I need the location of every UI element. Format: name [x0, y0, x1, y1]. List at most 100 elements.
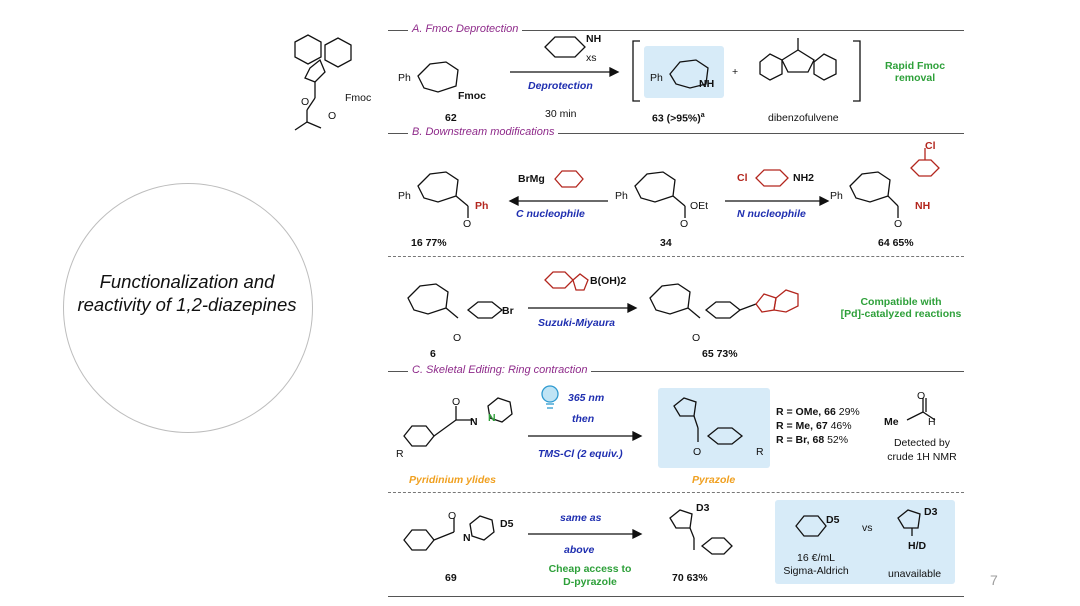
- above-label: above: [564, 544, 595, 556]
- then-label: then: [572, 413, 595, 425]
- label-69: 69: [445, 572, 457, 584]
- aniline-ring: [755, 169, 789, 187]
- divider-b-suzuki: [388, 256, 964, 257]
- br-6: Br: [502, 305, 514, 317]
- boronic-acid: B(OH)2: [590, 275, 627, 287]
- nh-64: NH: [915, 200, 931, 212]
- pyrazole-highlight: [658, 388, 770, 468]
- dibenzofulvene-label: dibenzofulvene: [768, 112, 839, 124]
- fmoc-label: Fmoc: [345, 92, 372, 104]
- piperidine-nh: NH: [586, 33, 602, 45]
- section-a-rule: [388, 30, 964, 31]
- label-62: 62: [445, 112, 457, 124]
- section-c-rule: [388, 371, 964, 372]
- lightbulb-icon: [541, 385, 559, 409]
- product-63-highlight: [644, 46, 724, 98]
- label-63: 63 (>95%)a: [652, 112, 705, 125]
- vs-label: vs: [862, 522, 873, 534]
- d5-69: D5: [500, 518, 514, 530]
- benzothiophene-reagent: [544, 271, 589, 291]
- product-70: [669, 509, 733, 555]
- arrow-suzuki: [528, 302, 638, 314]
- diazepine-34: [634, 171, 686, 218]
- results-list: R = OMe, 66 29% R = Me, 67 46% R = Br, 6…: [776, 405, 860, 447]
- ph-red-16: Ph: [475, 200, 489, 212]
- arrow-b-left-label: C nucleophile: [516, 208, 585, 220]
- d3-70: D3: [696, 502, 710, 514]
- diazepine-16: [417, 171, 469, 218]
- arrow-a: [510, 66, 620, 78]
- acetaldehyde-o: O: [917, 390, 926, 402]
- tms-label: TMS-Cl (2 equiv.): [538, 448, 623, 460]
- diazepine-63: [669, 59, 709, 89]
- reaction-time: 30 min: [545, 108, 577, 120]
- o-16: O: [463, 218, 472, 230]
- ph-63: Ph: [650, 72, 663, 84]
- n-plus-ylide: N: [488, 412, 496, 424]
- pyrazole-caption: Pyrazole: [692, 474, 736, 486]
- label-16: 16 77%: [411, 237, 447, 249]
- cl-reagent: Cl: [737, 172, 748, 184]
- label-34: 34: [660, 237, 672, 249]
- diazepine-62: [417, 61, 459, 93]
- cl-64: Cl: [925, 140, 936, 152]
- page-number: 7: [990, 572, 998, 588]
- o-ylide: O: [452, 396, 461, 408]
- bracket-right: [853, 40, 861, 102]
- o-34: O: [680, 218, 689, 230]
- section-b-rule: [388, 133, 964, 134]
- o-pyrazole: O: [693, 446, 702, 458]
- ylide-caption: Pyridinium ylides: [409, 474, 496, 486]
- section-c-title: C. Skeletal Editing: Ring contraction: [408, 364, 592, 376]
- reagent-xs: xs: [586, 52, 597, 64]
- pyrazole-unavailable: unavailable: [888, 568, 942, 580]
- r-ylide: R: [396, 448, 404, 460]
- brmg-reagent: BrMg: [518, 173, 545, 185]
- arrow-a-label: Deprotection: [528, 80, 593, 92]
- title-circle: [63, 183, 313, 433]
- label-70: 70 63%: [672, 572, 708, 584]
- label-64: 64 65%: [878, 237, 914, 249]
- product-65: [649, 283, 799, 319]
- section-a-title: A. Fmoc Deprotection: [408, 23, 523, 35]
- arrow-b-right-label: N nucleophile: [737, 208, 806, 220]
- pyridinium-ylide: [403, 397, 513, 447]
- d3-pyrazole: D3: [924, 506, 938, 518]
- result-67: R = Me, 67 46%: [776, 420, 852, 432]
- label-6: 6: [430, 348, 436, 360]
- nh2-reagent: NH2: [793, 172, 815, 184]
- section-b-title: B. Downstream modifications: [408, 126, 559, 138]
- deuterated-ylide-69: [403, 515, 495, 551]
- ph-62: Ph: [398, 72, 411, 84]
- pyrazole-d3: [897, 509, 921, 536]
- main-title: Functionalization and reactivity of 1,2-…: [77, 271, 297, 315]
- arrow-c: [528, 430, 643, 442]
- arrow-b-right: [725, 195, 830, 207]
- label-65: 65 73%: [702, 348, 738, 360]
- n-ylide: N: [470, 416, 478, 428]
- d5-pyridine: D5: [826, 514, 840, 526]
- oet-34: OEt: [690, 200, 709, 212]
- comparison-box: [775, 500, 955, 584]
- acetaldehyde-me: Me: [884, 416, 899, 428]
- arrow-deut: [528, 528, 643, 540]
- result-66: R = OMe, 66 29%: [776, 406, 860, 418]
- arrow-suzuki-label: Suzuki-Miyaura: [538, 317, 616, 329]
- ph-16: Ph: [398, 190, 411, 202]
- o-65: O: [692, 332, 701, 344]
- acetaldehyde-h: H: [928, 416, 936, 428]
- diazepine-6: [407, 283, 504, 319]
- note-pd-compatible: Compatible with[Pd]-catalyzed reactions: [840, 296, 962, 320]
- piperidine-reagent: [544, 36, 586, 58]
- dibenzofulvene-structure: [759, 38, 837, 81]
- fmoc-62: Fmoc: [458, 90, 487, 102]
- o-6: O: [453, 332, 462, 344]
- result-68: R = Br, 68 52%: [776, 434, 849, 446]
- diazepine-64: [849, 171, 899, 218]
- o-64: O: [894, 218, 903, 230]
- ph-34: Ph: [615, 190, 628, 202]
- hd-label: H/D: [908, 540, 927, 552]
